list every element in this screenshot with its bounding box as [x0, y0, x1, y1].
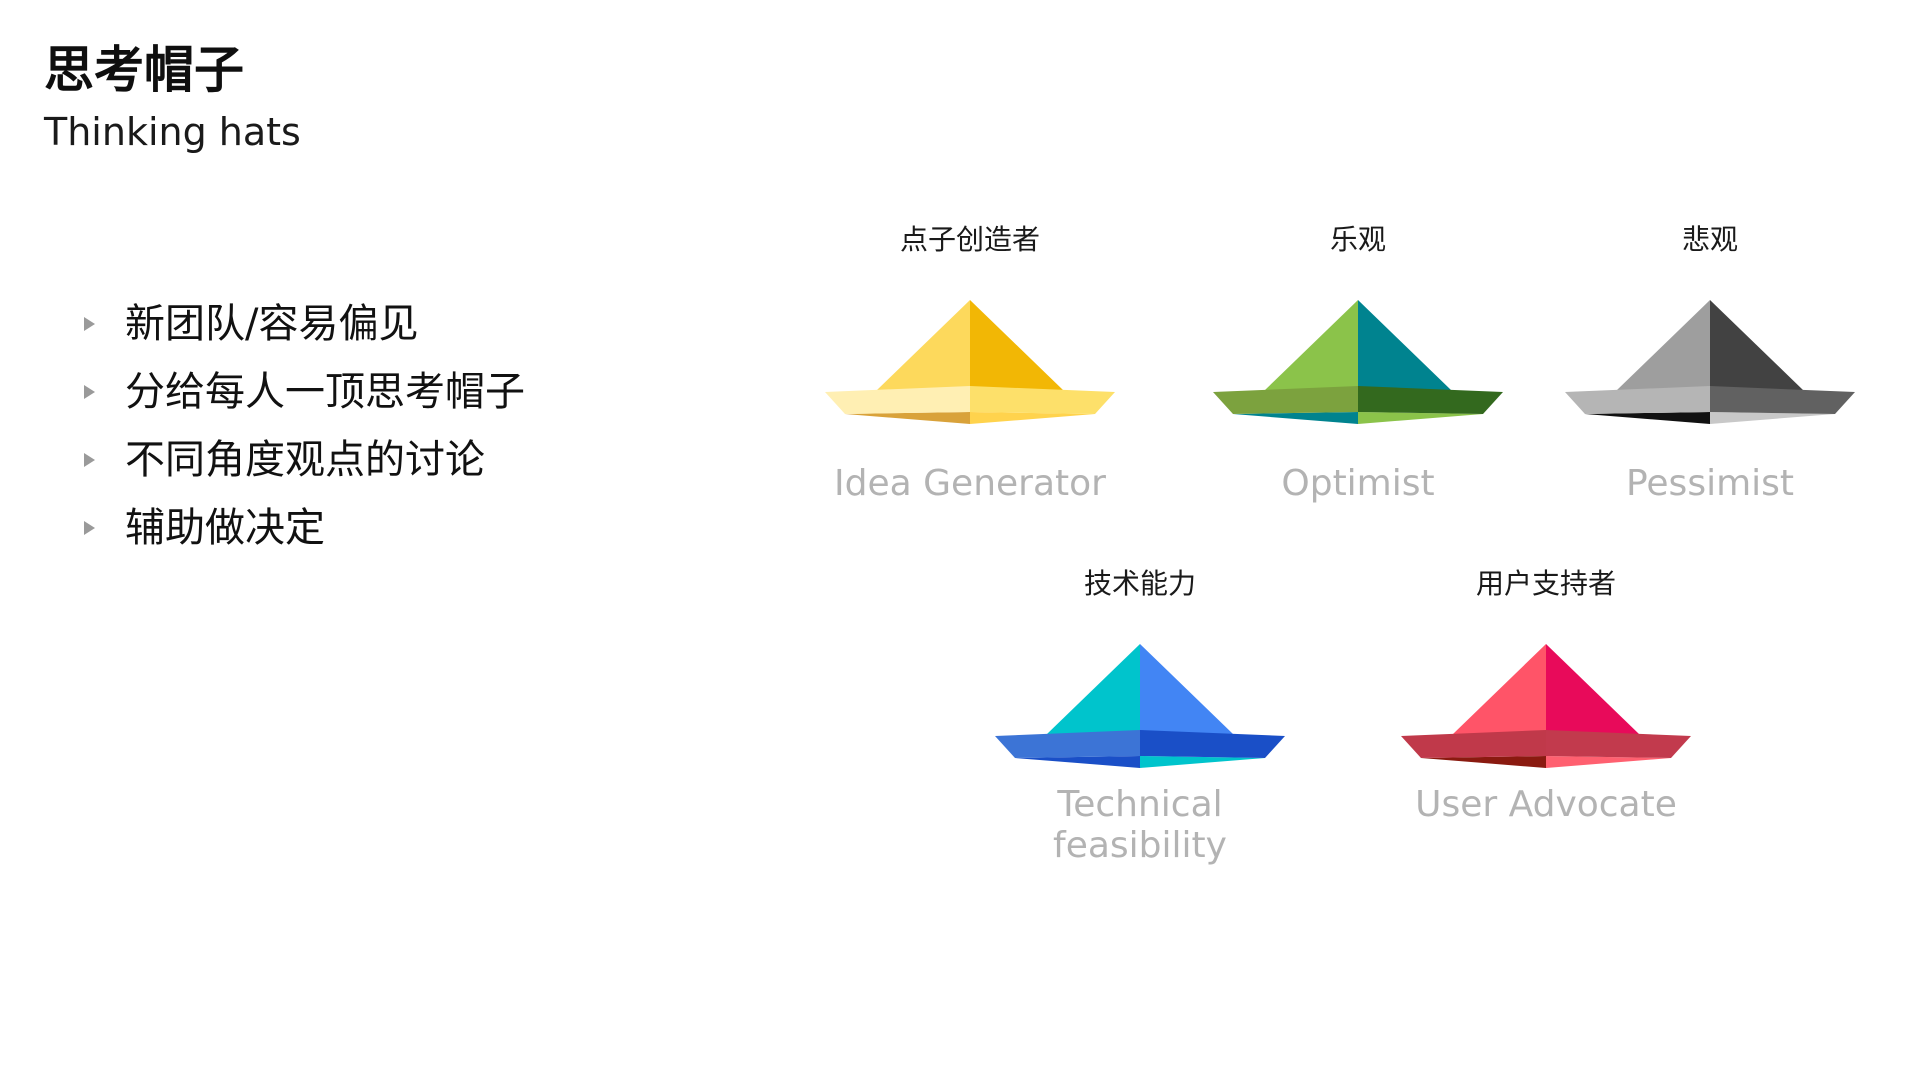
black-hat-icon	[1565, 300, 1855, 424]
hat-under-right-facet	[1546, 756, 1671, 768]
hat-under-left-facet	[1015, 756, 1140, 768]
red-hat-icon	[1401, 644, 1691, 768]
green-hat-icon	[1213, 300, 1503, 424]
bullet-list: 新团队/容易偏见 分给每人一顶思考帽子 不同角度观点的讨论 辅助做决定	[82, 290, 525, 562]
hat-crown-right-facet	[970, 300, 1063, 390]
triangle-bullet-icon	[84, 453, 95, 467]
hat-crown-left-facet	[1617, 300, 1710, 390]
hat-crown-left-facet	[1265, 300, 1358, 390]
bullet-text: 不同角度观点的讨论	[125, 437, 485, 483]
hat-english-label: User Advocate	[1415, 784, 1677, 825]
hat-brim-right-facet	[1546, 730, 1691, 758]
slide-subtitle: Thinking hats	[44, 110, 301, 154]
blue-hat-icon	[995, 644, 1285, 768]
bullet-text: 新团队/容易偏见	[125, 301, 419, 347]
hat-brim-right-facet	[1358, 386, 1503, 414]
bullet-item: 新团队/容易偏见	[82, 290, 525, 358]
bullet-item: 辅助做决定	[82, 494, 525, 562]
hat-brim-left-facet	[995, 730, 1140, 758]
hat-chinese-label: 悲观	[1681, 223, 1738, 256]
hat-crown-left-facet	[1453, 644, 1546, 734]
hat-under-right-facet	[1140, 756, 1265, 768]
hat-under-right-facet	[1710, 412, 1835, 424]
hat-english-label: Pessimist	[1625, 463, 1795, 504]
triangle-bullet-icon	[84, 521, 95, 535]
hat-brim-right-facet	[1140, 730, 1285, 758]
hat-crown-right-facet	[1710, 300, 1803, 390]
hat-brim-left-facet	[1213, 386, 1358, 414]
hat-english-label: Technical feasibility	[1053, 784, 1227, 866]
hat-under-right-facet	[1358, 412, 1483, 424]
hat-brim-left-facet	[1565, 386, 1710, 414]
hat-crown-right-facet	[1140, 644, 1233, 734]
bullet-item: 分给每人一顶思考帽子	[82, 358, 525, 426]
slide-title: 思考帽子	[44, 41, 244, 99]
hat-chinese-label: 技术能力	[1083, 567, 1196, 600]
triangle-bullet-icon	[84, 317, 95, 331]
hat-chinese-label: 点子创造者	[899, 223, 1040, 256]
hat-brim-right-facet	[1710, 386, 1855, 414]
hat-under-left-facet	[1585, 412, 1710, 424]
hat-under-left-facet	[845, 412, 970, 424]
hat-brim-right-facet	[970, 386, 1115, 414]
hat-under-left-facet	[1233, 412, 1358, 424]
bullet-text: 分给每人一顶思考帽子	[125, 369, 525, 415]
bullet-item: 不同角度观点的讨论	[82, 426, 525, 494]
hat-crown-left-facet	[877, 300, 970, 390]
hat-brim-left-facet	[1401, 730, 1546, 758]
bullet-text: 辅助做决定	[125, 505, 325, 551]
hat-english-label: Idea Generator	[834, 463, 1106, 504]
hat-chinese-label: 用户支持者	[1475, 567, 1616, 600]
hat-chinese-label: 乐观	[1329, 223, 1386, 256]
hat-crown-right-facet	[1546, 644, 1639, 734]
hat-crown-right-facet	[1358, 300, 1451, 390]
yellow-hat-icon	[825, 300, 1115, 424]
hat-brim-left-facet	[825, 386, 970, 414]
hat-under-right-facet	[970, 412, 1095, 424]
hat-under-left-facet	[1421, 756, 1546, 768]
triangle-bullet-icon	[84, 385, 95, 399]
hat-crown-left-facet	[1047, 644, 1140, 734]
hat-english-label: Optimist	[1281, 463, 1435, 504]
